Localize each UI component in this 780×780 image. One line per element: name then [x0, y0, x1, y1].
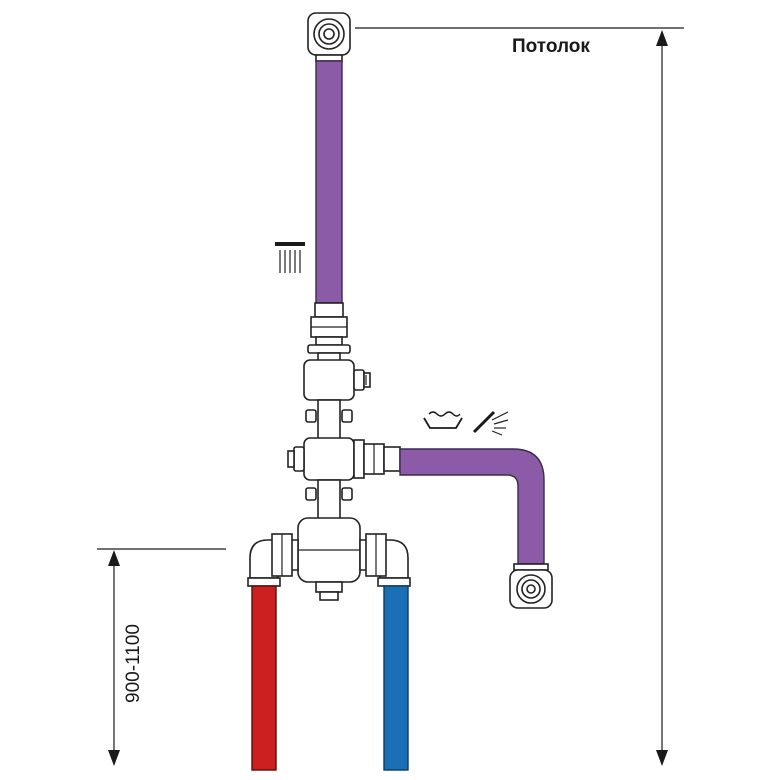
ceiling-label: Потолок	[512, 36, 590, 57]
overhead-shower-pipe	[315, 60, 343, 304]
mixer-body	[297, 517, 361, 601]
bath-outlet-pipe	[399, 448, 545, 565]
cold-inlet-elbow	[359, 533, 411, 587]
dimension-arrow-up-icon	[656, 30, 668, 46]
hot-water-pipe	[251, 585, 277, 771]
height-arrow-down-icon	[108, 750, 120, 766]
upper-diverter-block	[303, 352, 371, 441]
dimension-arrow-down-icon	[656, 750, 668, 766]
height-arrow-up-icon	[108, 550, 120, 566]
cold-water-pipe	[383, 585, 409, 771]
middle-outlet-block	[287, 437, 401, 521]
hot-inlet-elbow	[247, 533, 299, 587]
overhead-shower-icon	[275, 242, 305, 273]
top-wall-elbow	[307, 12, 351, 62]
bath-wall-elbow	[509, 563, 553, 609]
top-pipe-coupling	[307, 302, 351, 354]
mixer-height-label: 900-1100	[123, 624, 144, 703]
hand-shower-icon	[472, 410, 509, 436]
bathtub-icon	[423, 411, 463, 429]
